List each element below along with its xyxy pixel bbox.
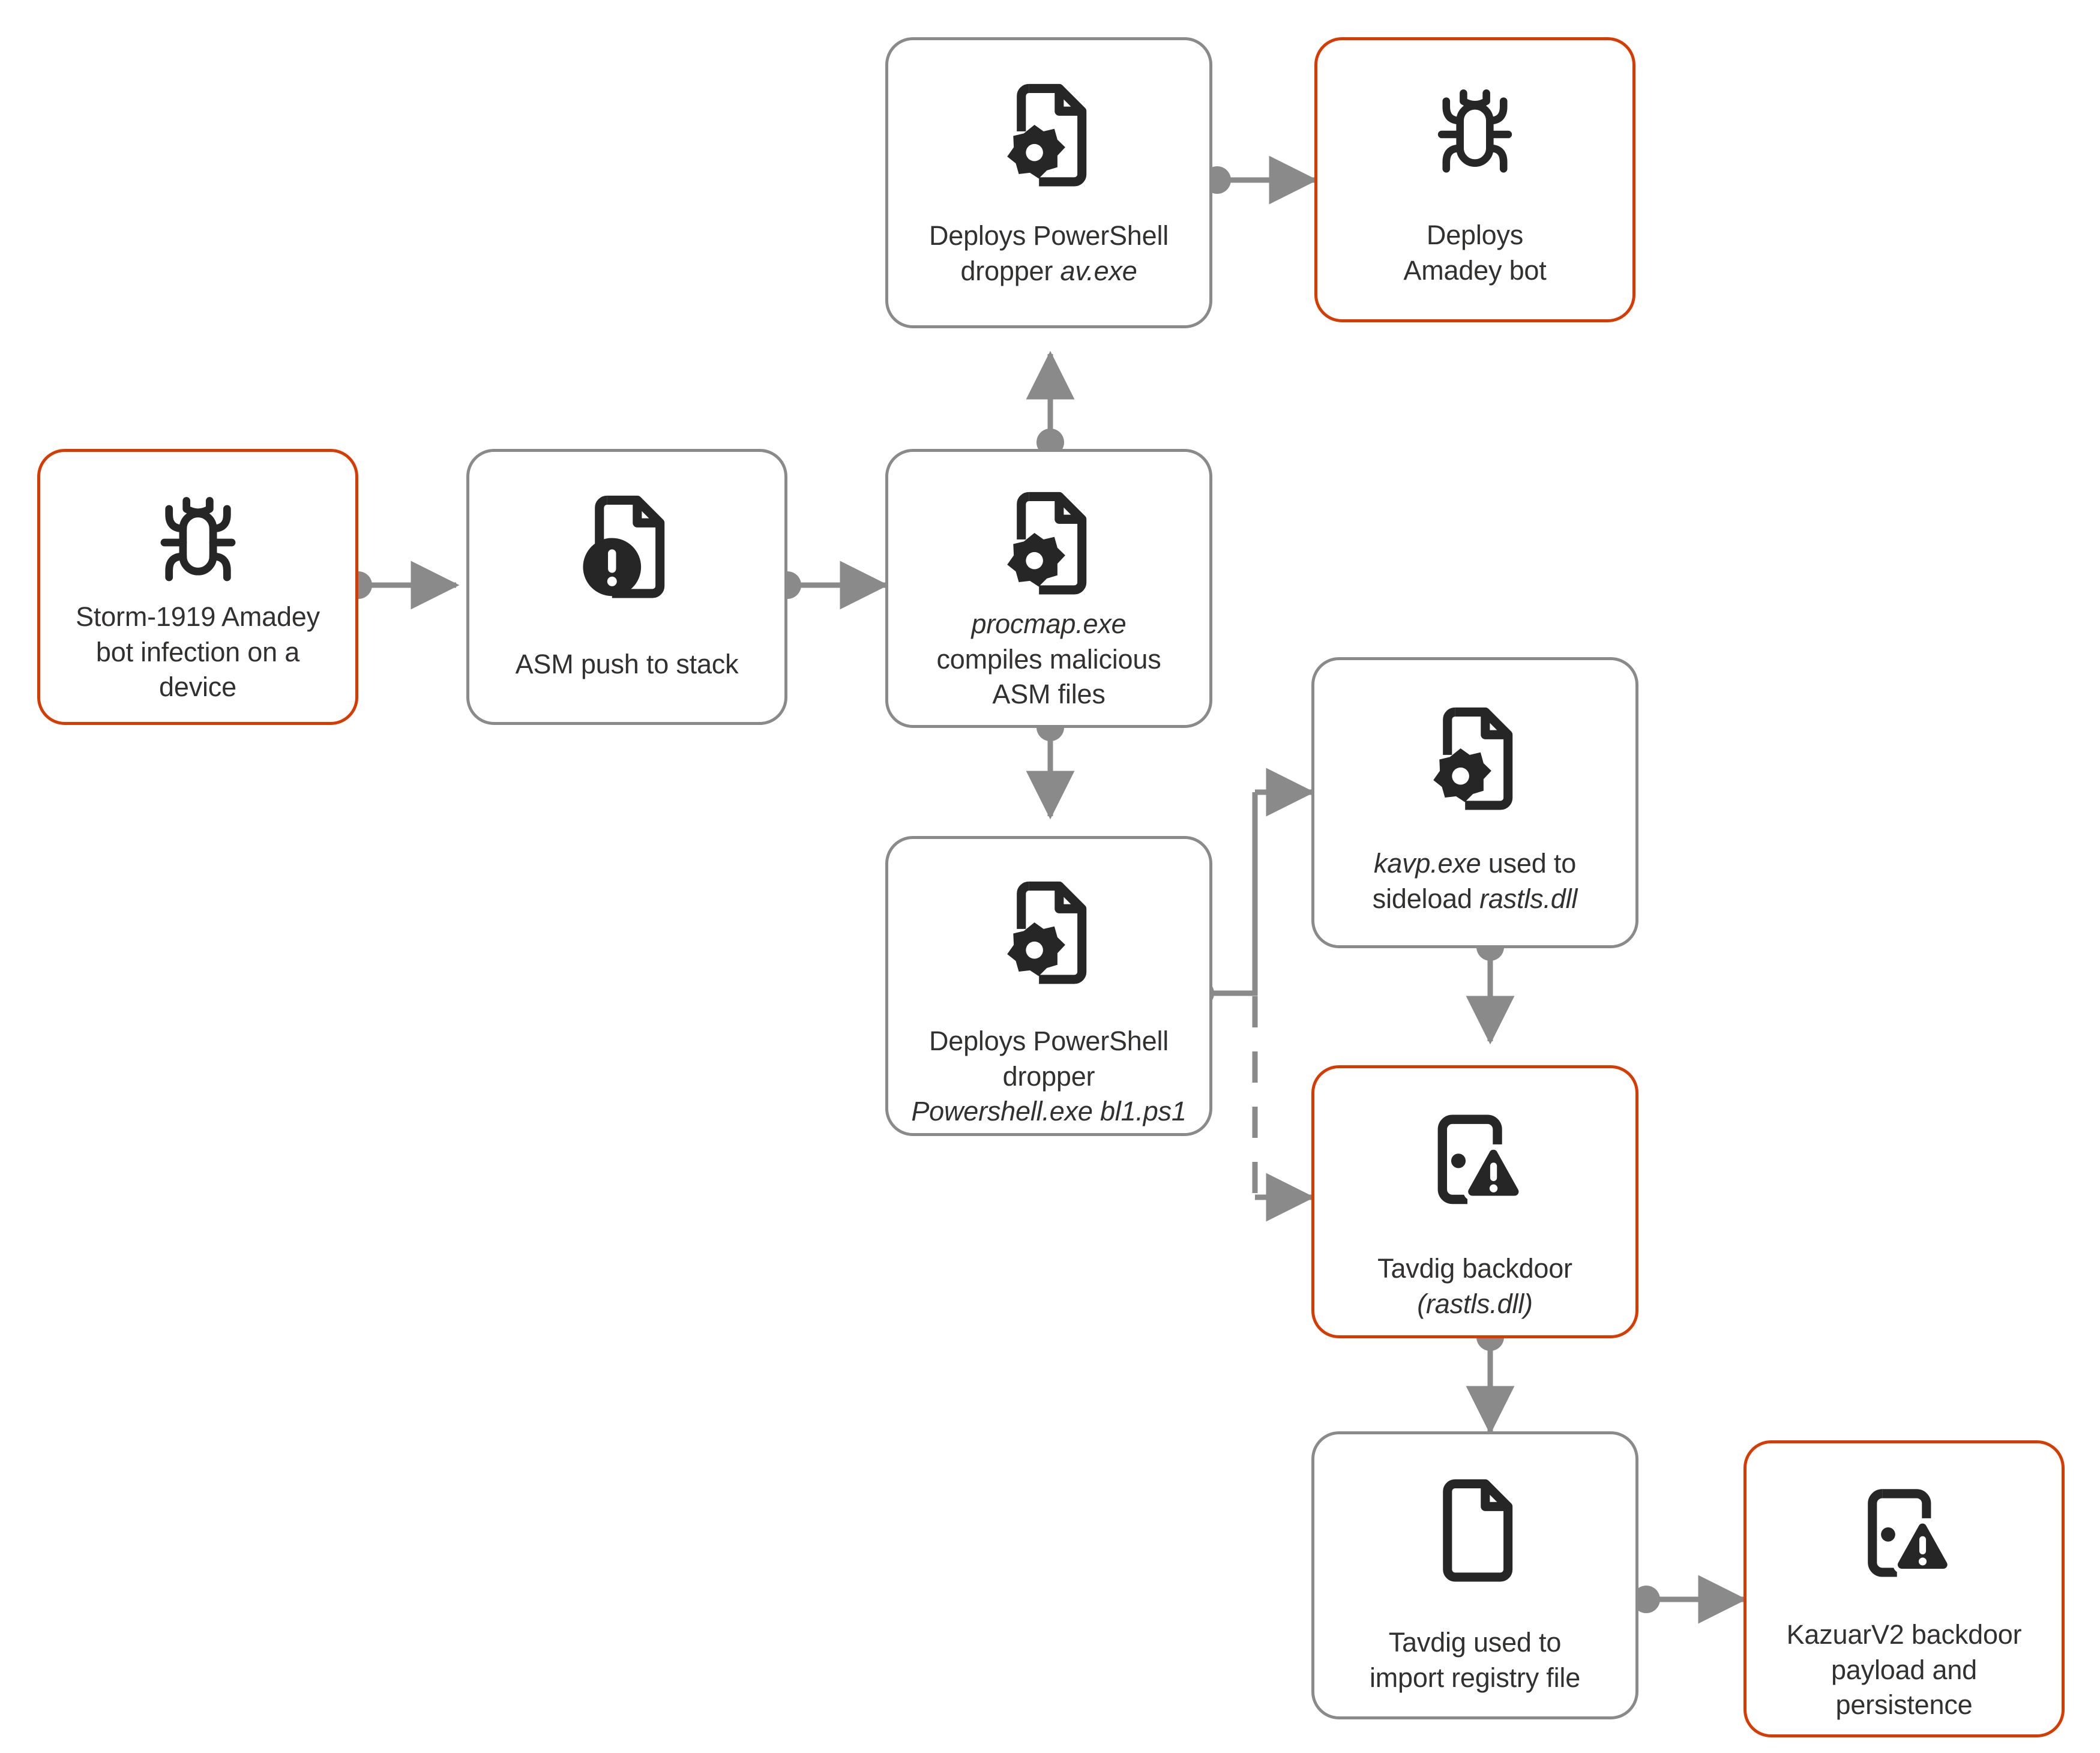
edge-procmap-to-av-exe xyxy=(1026,350,1075,456)
bug-icon xyxy=(1419,77,1530,191)
node-label: kavp.exe used to sideload rastls.dll xyxy=(1372,848,1578,914)
node-asm-push-to-stack[interactable]: ASM push to stack xyxy=(466,449,787,725)
document-gear-icon xyxy=(997,876,1101,996)
node-tavdig-backdoor[interactable]: Tavdig backdoor (rastls.dll) xyxy=(1311,1065,1638,1338)
edge-procmap-to-bl1 xyxy=(1026,714,1075,820)
node-deploys-powershell-av-exe[interactable]: Deploys PowerShell dropper av.exe xyxy=(885,37,1212,328)
document-alert-icon xyxy=(576,489,678,612)
node-storm-amadey[interactable]: Storm-1919 Amadey bot infection on a dev… xyxy=(37,449,358,725)
door-alert-icon xyxy=(1422,1103,1527,1220)
document-gear-icon xyxy=(997,77,1101,200)
document-gear-icon xyxy=(997,487,1101,607)
node-kavp-sideload-rastls[interactable]: kavp.exe used to sideload rastls.dll xyxy=(1311,657,1638,948)
edge-bl1-to-tavdig-dashed xyxy=(1252,996,1315,1222)
door-alert-icon xyxy=(1853,1478,1956,1592)
bug-icon xyxy=(141,486,255,600)
edge-asm-to-procmap xyxy=(774,561,889,610)
node-procmap-compiles-asm[interactable]: procmap.exe compiles malicious ASM files xyxy=(885,449,1212,728)
node-label: Deploys Amadey bot xyxy=(1403,220,1547,286)
edge-storm-to-asm xyxy=(344,561,460,610)
node-label: Tavdig backdoor (rastls.dll) xyxy=(1377,1253,1572,1319)
document-gear-icon xyxy=(1424,702,1527,822)
node-tavdig-import-registry[interactable]: Tavdig used to import registry file xyxy=(1311,1431,1638,1719)
node-kazuarv2-backdoor[interactable]: KazuarV2 backdoor payload and persistenc… xyxy=(1743,1440,2065,1737)
node-label: ASM push to stack xyxy=(515,649,739,679)
node-deploys-powershell-bl1-ps1[interactable]: Deploys PowerShell dropper Powershell.ex… xyxy=(885,836,1212,1136)
edge-kavp-to-tavdig xyxy=(1466,933,1515,1045)
node-label: Deploys PowerShell dropper av.exe xyxy=(928,220,1169,286)
node-deploys-amadey-bot[interactable]: Deploys Amadey bot xyxy=(1314,37,1635,322)
node-label: Deploys PowerShell dropper Powershell.ex… xyxy=(911,1026,1187,1126)
node-label: KazuarV2 backdoor payload and persistenc… xyxy=(1786,1619,2022,1720)
node-label: procmap.exe compiles malicious ASM files xyxy=(936,609,1161,709)
edge-av-exe-to-amadey xyxy=(1203,155,1318,205)
node-label: Storm-1919 Amadey bot infection on a dev… xyxy=(76,601,320,702)
node-label: Tavdig used to import registry file xyxy=(1369,1627,1581,1693)
edge-tavdig-to-registry xyxy=(1466,1323,1515,1435)
document-icon xyxy=(1425,1474,1526,1594)
edge-registry-to-kazuarv2 xyxy=(1632,1575,1747,1624)
